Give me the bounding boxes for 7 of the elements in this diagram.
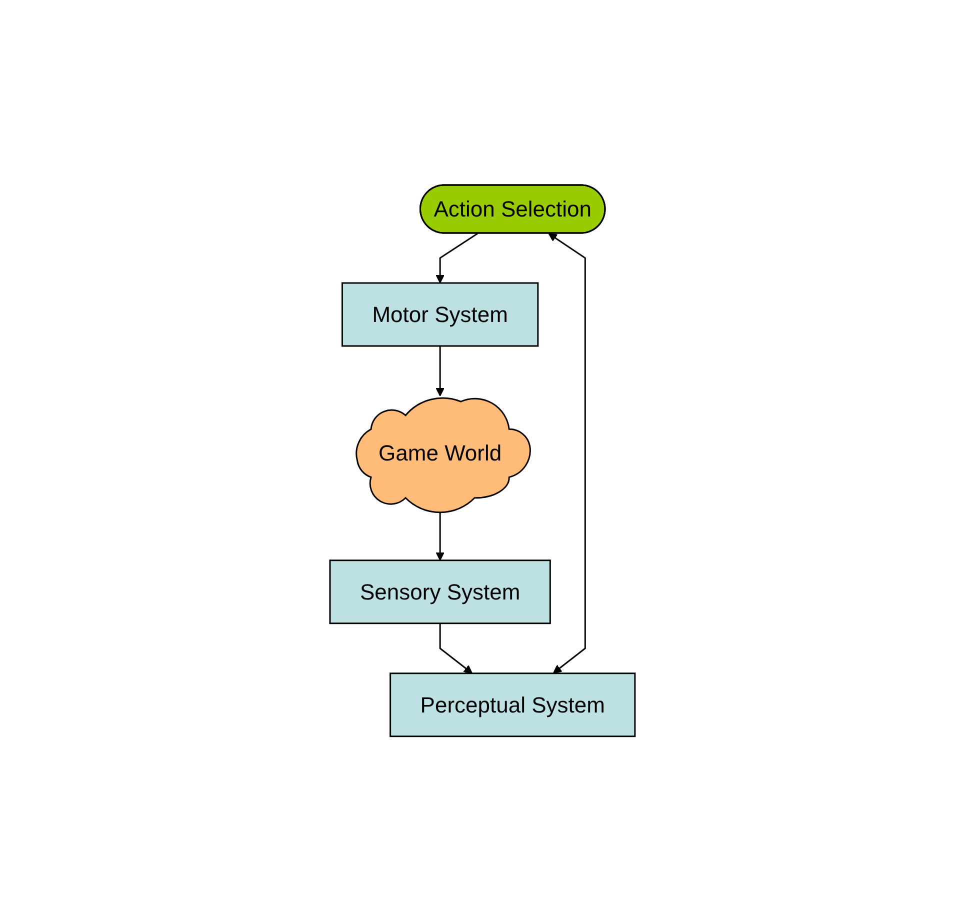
arrow	[548, 233, 586, 674]
node-box: Motor System	[342, 282, 539, 348]
arrow	[439, 624, 473, 674]
arrow	[436, 233, 478, 284]
node-box: Sensory System	[329, 560, 551, 624]
node-box: Perceptual System	[390, 672, 636, 738]
arrow	[436, 346, 445, 397]
